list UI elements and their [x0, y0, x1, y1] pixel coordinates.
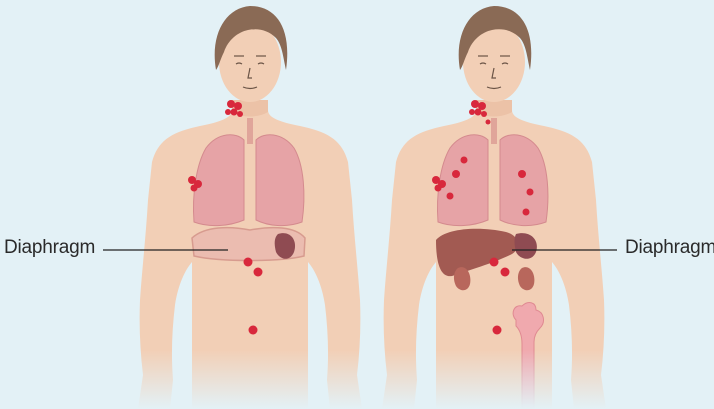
figure-right	[382, 6, 606, 409]
trachea-left	[247, 118, 253, 144]
figure-left	[138, 6, 362, 409]
bottom-fade	[0, 350, 714, 409]
diaphragm-label-right: Diaphragm	[625, 237, 714, 259]
trachea-right	[491, 118, 497, 144]
diaphragm-label-left: Diaphragm	[4, 237, 95, 259]
